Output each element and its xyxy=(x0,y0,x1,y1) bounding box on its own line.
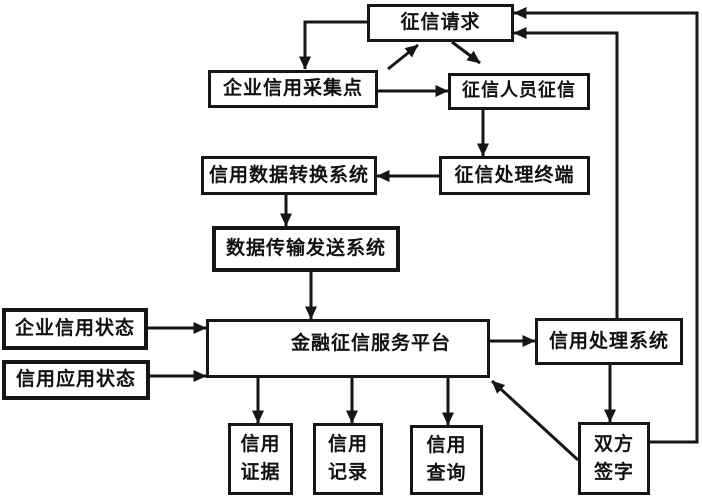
node-credit-application-status: 信用应用状态 xyxy=(2,360,150,400)
node-credit-processing-terminal: 征信处理终端 xyxy=(439,156,590,195)
edge-request-to-collection xyxy=(299,20,367,70)
edge-sign-to-request xyxy=(513,7,699,444)
node-enterprise-credit-status: 企业信用状态 xyxy=(2,308,148,350)
edge-collection-to-request xyxy=(387,43,419,71)
node-enterprise-credit-collection-point: 企业信用采集点 xyxy=(208,70,378,108)
node-credit-query: 信用 查询 xyxy=(410,425,483,495)
node-credit-record: 信用 记录 xyxy=(313,423,383,495)
node-credit-request: 征信请求 xyxy=(367,4,514,42)
node-credit-evidence: 信用 证据 xyxy=(228,423,293,495)
edge-sign-to-platform xyxy=(490,379,580,462)
node-data-transmission-sending-system: 数据传输发送系统 xyxy=(212,226,400,272)
node-credit-processing-system: 信用处理系统 xyxy=(535,318,683,365)
node-both-parties-sign: 双方 签字 xyxy=(578,422,650,495)
edge-request-to-personnel xyxy=(451,40,481,65)
node-financial-credit-service-platform: 金融征信服务平台 xyxy=(206,319,490,378)
node-credit-personnel-investigation: 征信人员征信 xyxy=(448,73,590,110)
edge-processing-system-to-request xyxy=(513,27,619,318)
node-credit-data-conversion-system: 信用数据转换系统 xyxy=(201,156,377,195)
